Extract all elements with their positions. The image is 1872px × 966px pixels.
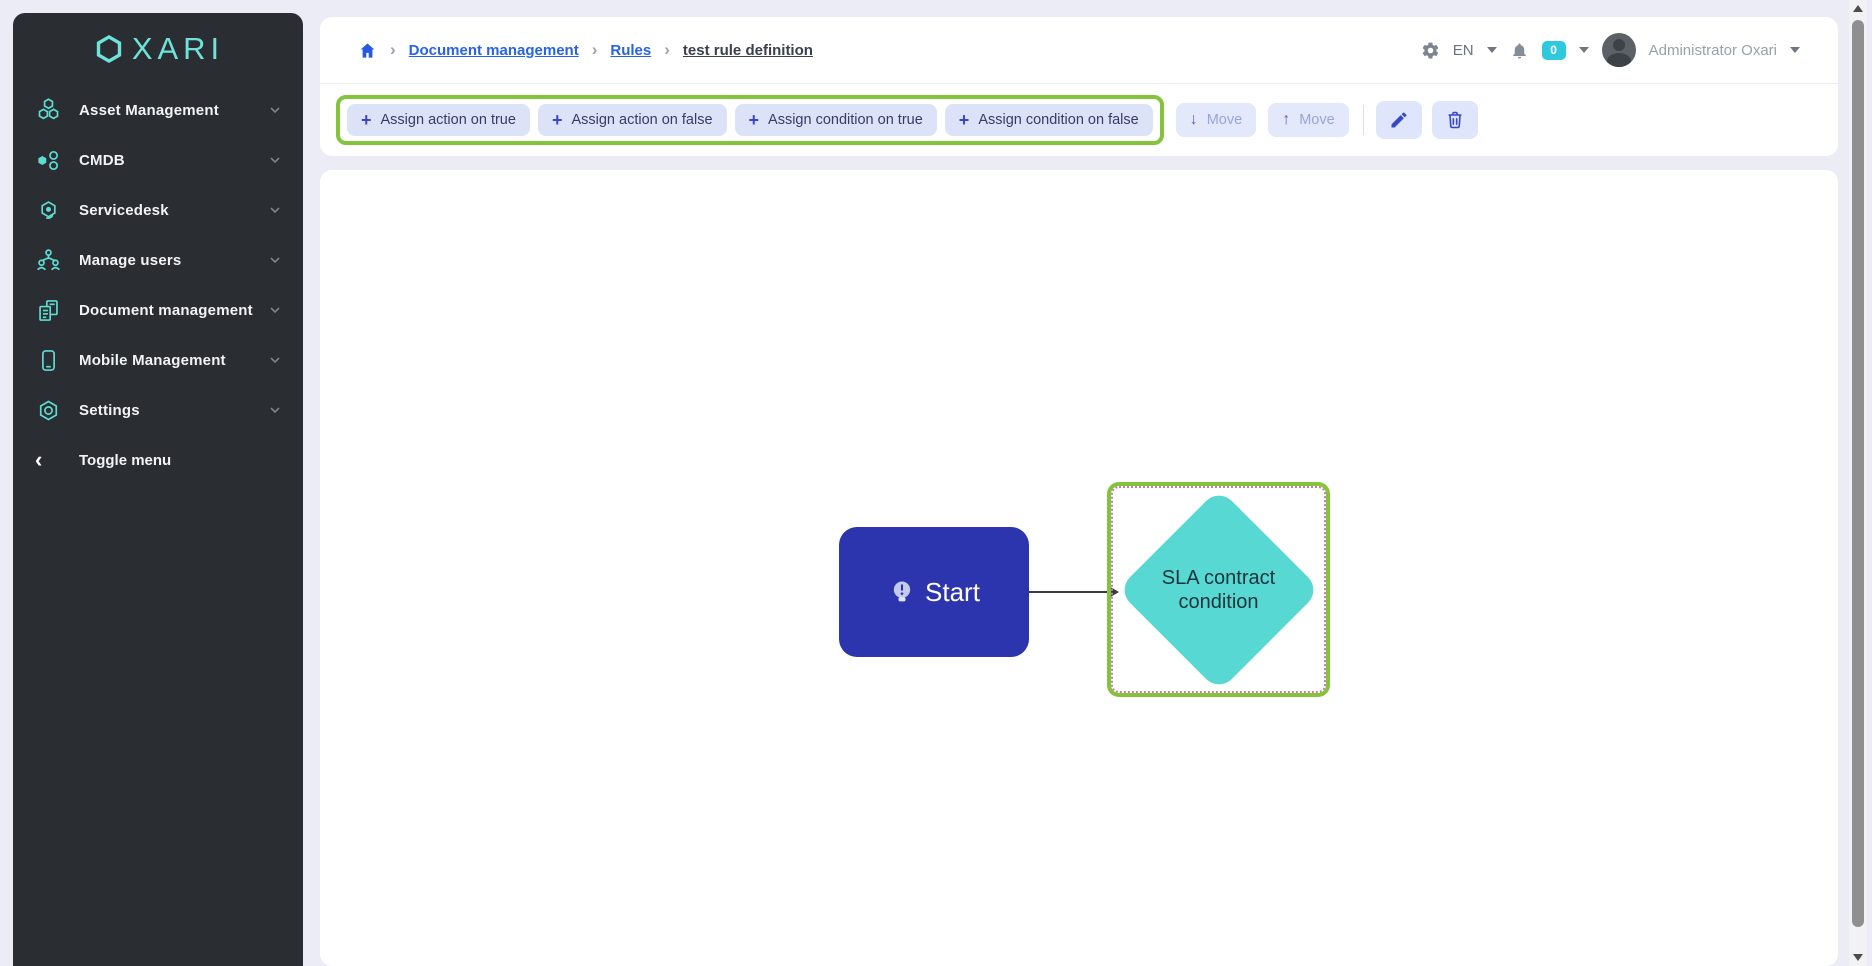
header-actions: EN 0 Administrator Oxari [1421, 33, 1800, 67]
canvas-card[interactable]: Start SLA contract condition [320, 170, 1838, 966]
sidebar-item-manage-users[interactable]: Manage users [13, 235, 303, 285]
brand-text: XARI [131, 31, 225, 66]
selection-box: SLA contract condition [1107, 482, 1330, 697]
home-icon [360, 43, 375, 58]
home-link[interactable] [358, 41, 377, 60]
servicedesk-icon [41, 200, 56, 219]
toolbar-divider [1362, 105, 1364, 135]
notification-badge: 0 [1541, 40, 1566, 60]
scroll-up-arrow-icon [1853, 5, 1863, 12]
breadcrumb-separator: › [591, 40, 598, 59]
button-label: Assign action on true [380, 112, 516, 128]
chevron-down-icon [270, 307, 280, 314]
breadcrumb-separator: › [664, 40, 670, 59]
sidebar-item-label: Settings [79, 401, 140, 419]
caret-down-icon[interactable] [1486, 47, 1497, 53]
scrollbar-thumb[interactable] [1852, 20, 1864, 927]
avatar-silhouette [1612, 39, 1625, 51]
assign-condition-on-true-button[interactable]: + Assign condition on true [734, 104, 937, 136]
sidebar-item-label: Servicedesk [79, 201, 169, 219]
move-down-button[interactable]: ↓ Move [1175, 103, 1257, 137]
selection-dotted-outline [1111, 486, 1326, 693]
sidebar-item-servicedesk[interactable]: Servicedesk [13, 185, 303, 235]
brand-logo: XARI [13, 13, 303, 85]
assign-action-on-false-button[interactable]: + Assign action on false [537, 104, 727, 136]
brand-hexagon-icon [96, 34, 121, 64]
avatar[interactable] [1601, 33, 1636, 67]
gear-icon [1422, 42, 1438, 58]
chevron-down-icon [270, 257, 280, 264]
flow-edge [1029, 591, 1107, 593]
assign-action-on-true-button[interactable]: + Assign action on true [347, 104, 530, 136]
sidebar-nav: Asset Management CMDB [13, 85, 303, 435]
button-label: Assign condition on false [978, 112, 1139, 128]
button-label: Assign action on false [571, 112, 713, 128]
trash-icon [1448, 111, 1462, 129]
manage-users-icon [37, 248, 60, 270]
header-settings-button[interactable] [1421, 41, 1440, 60]
mobile-management-icon [42, 349, 55, 371]
toggle-menu-label: Toggle menu [79, 451, 172, 469]
chevron-down-icon [270, 407, 280, 414]
document-management-icon [39, 299, 58, 321]
pencil-icon [1391, 112, 1407, 128]
breadcrumb-separator: › [390, 40, 396, 59]
scroll-down-arrow-icon [1853, 954, 1863, 961]
sidebar-item-label: Mobile Management [79, 351, 226, 369]
language-label[interactable]: EN [1452, 41, 1474, 59]
sidebar: XARI Asset Management [13, 13, 303, 966]
plus-icon: + [958, 110, 970, 130]
breadcrumb-link-rules[interactable]: Rules [610, 41, 652, 59]
sidebar-item-mobile-management[interactable]: Mobile Management [13, 335, 303, 385]
caret-down-icon[interactable] [1578, 47, 1589, 53]
button-label: Assign condition on true [768, 112, 923, 128]
plus-icon: + [361, 110, 372, 130]
avatar-silhouette [1606, 53, 1631, 67]
arrow-up-icon: ↑ [1282, 111, 1291, 128]
assign-button-group-highlight: + Assign action on true + Assign action … [336, 95, 1164, 145]
lightbulb-icon [893, 581, 911, 602]
scrollbar[interactable] [1849, 0, 1867, 966]
sidebar-item-label: Document management [79, 301, 253, 319]
sidebar-item-label: Asset Management [79, 101, 219, 119]
assign-condition-on-false-button[interactable]: + Assign condition on false [944, 104, 1153, 136]
chevron-down-icon [270, 357, 280, 364]
chevron-left-icon: ‹ [35, 447, 43, 472]
button-label: Move [1206, 112, 1243, 128]
start-node[interactable]: Start [839, 527, 1029, 657]
sidebar-item-cmdb[interactable]: CMDB [13, 135, 303, 185]
scrollbar-up-button[interactable] [1849, 0, 1867, 17]
sidebar-item-asset-management[interactable]: Asset Management [13, 85, 303, 135]
sidebar-item-label: Manage users [79, 251, 182, 269]
chevron-down-icon [270, 207, 280, 214]
sidebar-item-label: CMDB [79, 151, 125, 169]
chevron-down-icon [270, 107, 280, 114]
breadcrumb: › Document management › Rules › test rul… [320, 17, 1838, 84]
edit-button[interactable] [1375, 101, 1422, 139]
delete-button[interactable] [1431, 101, 1478, 139]
start-node-label: Start [925, 576, 980, 607]
condition-node-label[interactable]: SLA contract condition [1161, 566, 1276, 613]
button-label: Move [1299, 112, 1335, 128]
header-card: › Document management › Rules › test rul… [320, 17, 1838, 156]
toolbar: + Assign action on true + Assign action … [320, 84, 1838, 156]
move-up-button[interactable]: ↑ Move [1268, 103, 1349, 137]
bell-icon [1512, 42, 1526, 58]
plus-icon: + [748, 110, 760, 130]
breadcrumb-link-document-management[interactable]: Document management [408, 41, 579, 59]
settings-gear-icon [39, 400, 58, 420]
sidebar-item-document-management[interactable]: Document management [13, 285, 303, 335]
sidebar-item-settings[interactable]: Settings [13, 385, 303, 435]
arrow-down-icon: ↓ [1189, 111, 1198, 128]
chevron-down-icon [270, 157, 280, 164]
user-name[interactable]: Administrator Oxari [1648, 41, 1777, 59]
cmdb-icon [38, 150, 59, 170]
scrollbar-down-button[interactable] [1849, 949, 1867, 966]
breadcrumb-current: test rule definition [682, 41, 813, 59]
plus-icon: + [551, 110, 563, 130]
asset-management-icon [38, 97, 59, 119]
notifications-button[interactable] [1510, 41, 1529, 60]
toggle-menu-button[interactable]: ‹ Toggle menu [13, 435, 303, 485]
caret-down-icon[interactable] [1790, 47, 1800, 53]
